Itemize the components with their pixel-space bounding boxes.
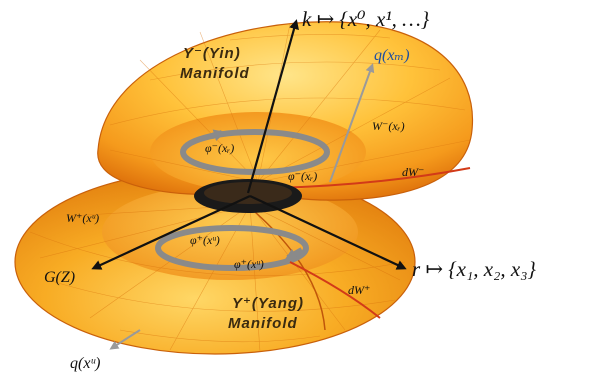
q-upper-label: q(xₘ) [374, 47, 410, 64]
W-lower-label: W⁺(xᵘ) [66, 211, 99, 225]
dW-upper-label: dW⁻ [402, 165, 424, 179]
yang-cone [14, 169, 416, 355]
yang-red-line [289, 261, 381, 319]
G-axis-label: G(Z) [44, 269, 75, 286]
yin-cone-inner-surface [150, 112, 366, 192]
q-lower-label: q(xᵘ) [70, 355, 100, 372]
yin-title-line2: Manifold [180, 65, 250, 82]
dW-lower-label: dW⁺ [348, 283, 370, 297]
yang-title-line2: Manifold [228, 315, 298, 332]
k-axis-label: k ↦ {x⁰, x¹, …} [302, 7, 430, 31]
phi-lower-right-label: φ⁺(xᵘ) [234, 257, 264, 271]
yang-ring [155, 225, 309, 271]
phi-upper-left-label: φ⁻(xᵣ) [205, 141, 234, 155]
yin-ring-arrow [211, 129, 226, 142]
W-upper-label: W⁻(xᵣ) [372, 119, 405, 133]
phi-upper-right-label: φ⁻(xᵣ) [288, 169, 317, 183]
yang-ring-arrow [284, 247, 304, 261]
yang-title-line1: Y⁺(Yang) [232, 295, 304, 312]
yin-cone [97, 21, 474, 201]
r-axis-arrow [249, 195, 407, 270]
r-axis-label: r ↦ {x₁, x₂, x₃} [412, 257, 537, 281]
yin-title-line1: Y⁻(Yin) [183, 45, 241, 62]
yin-red-curve [274, 167, 471, 189]
q-upper-arrow [329, 63, 375, 183]
q-lower-arrow [109, 329, 141, 350]
yin-mesh-lines [109, 23, 471, 183]
k-axis-arrow [246, 19, 299, 194]
phi-lower-left-label: φ⁺(xᵘ) [190, 233, 220, 247]
G-axis-arrow [91, 195, 251, 270]
